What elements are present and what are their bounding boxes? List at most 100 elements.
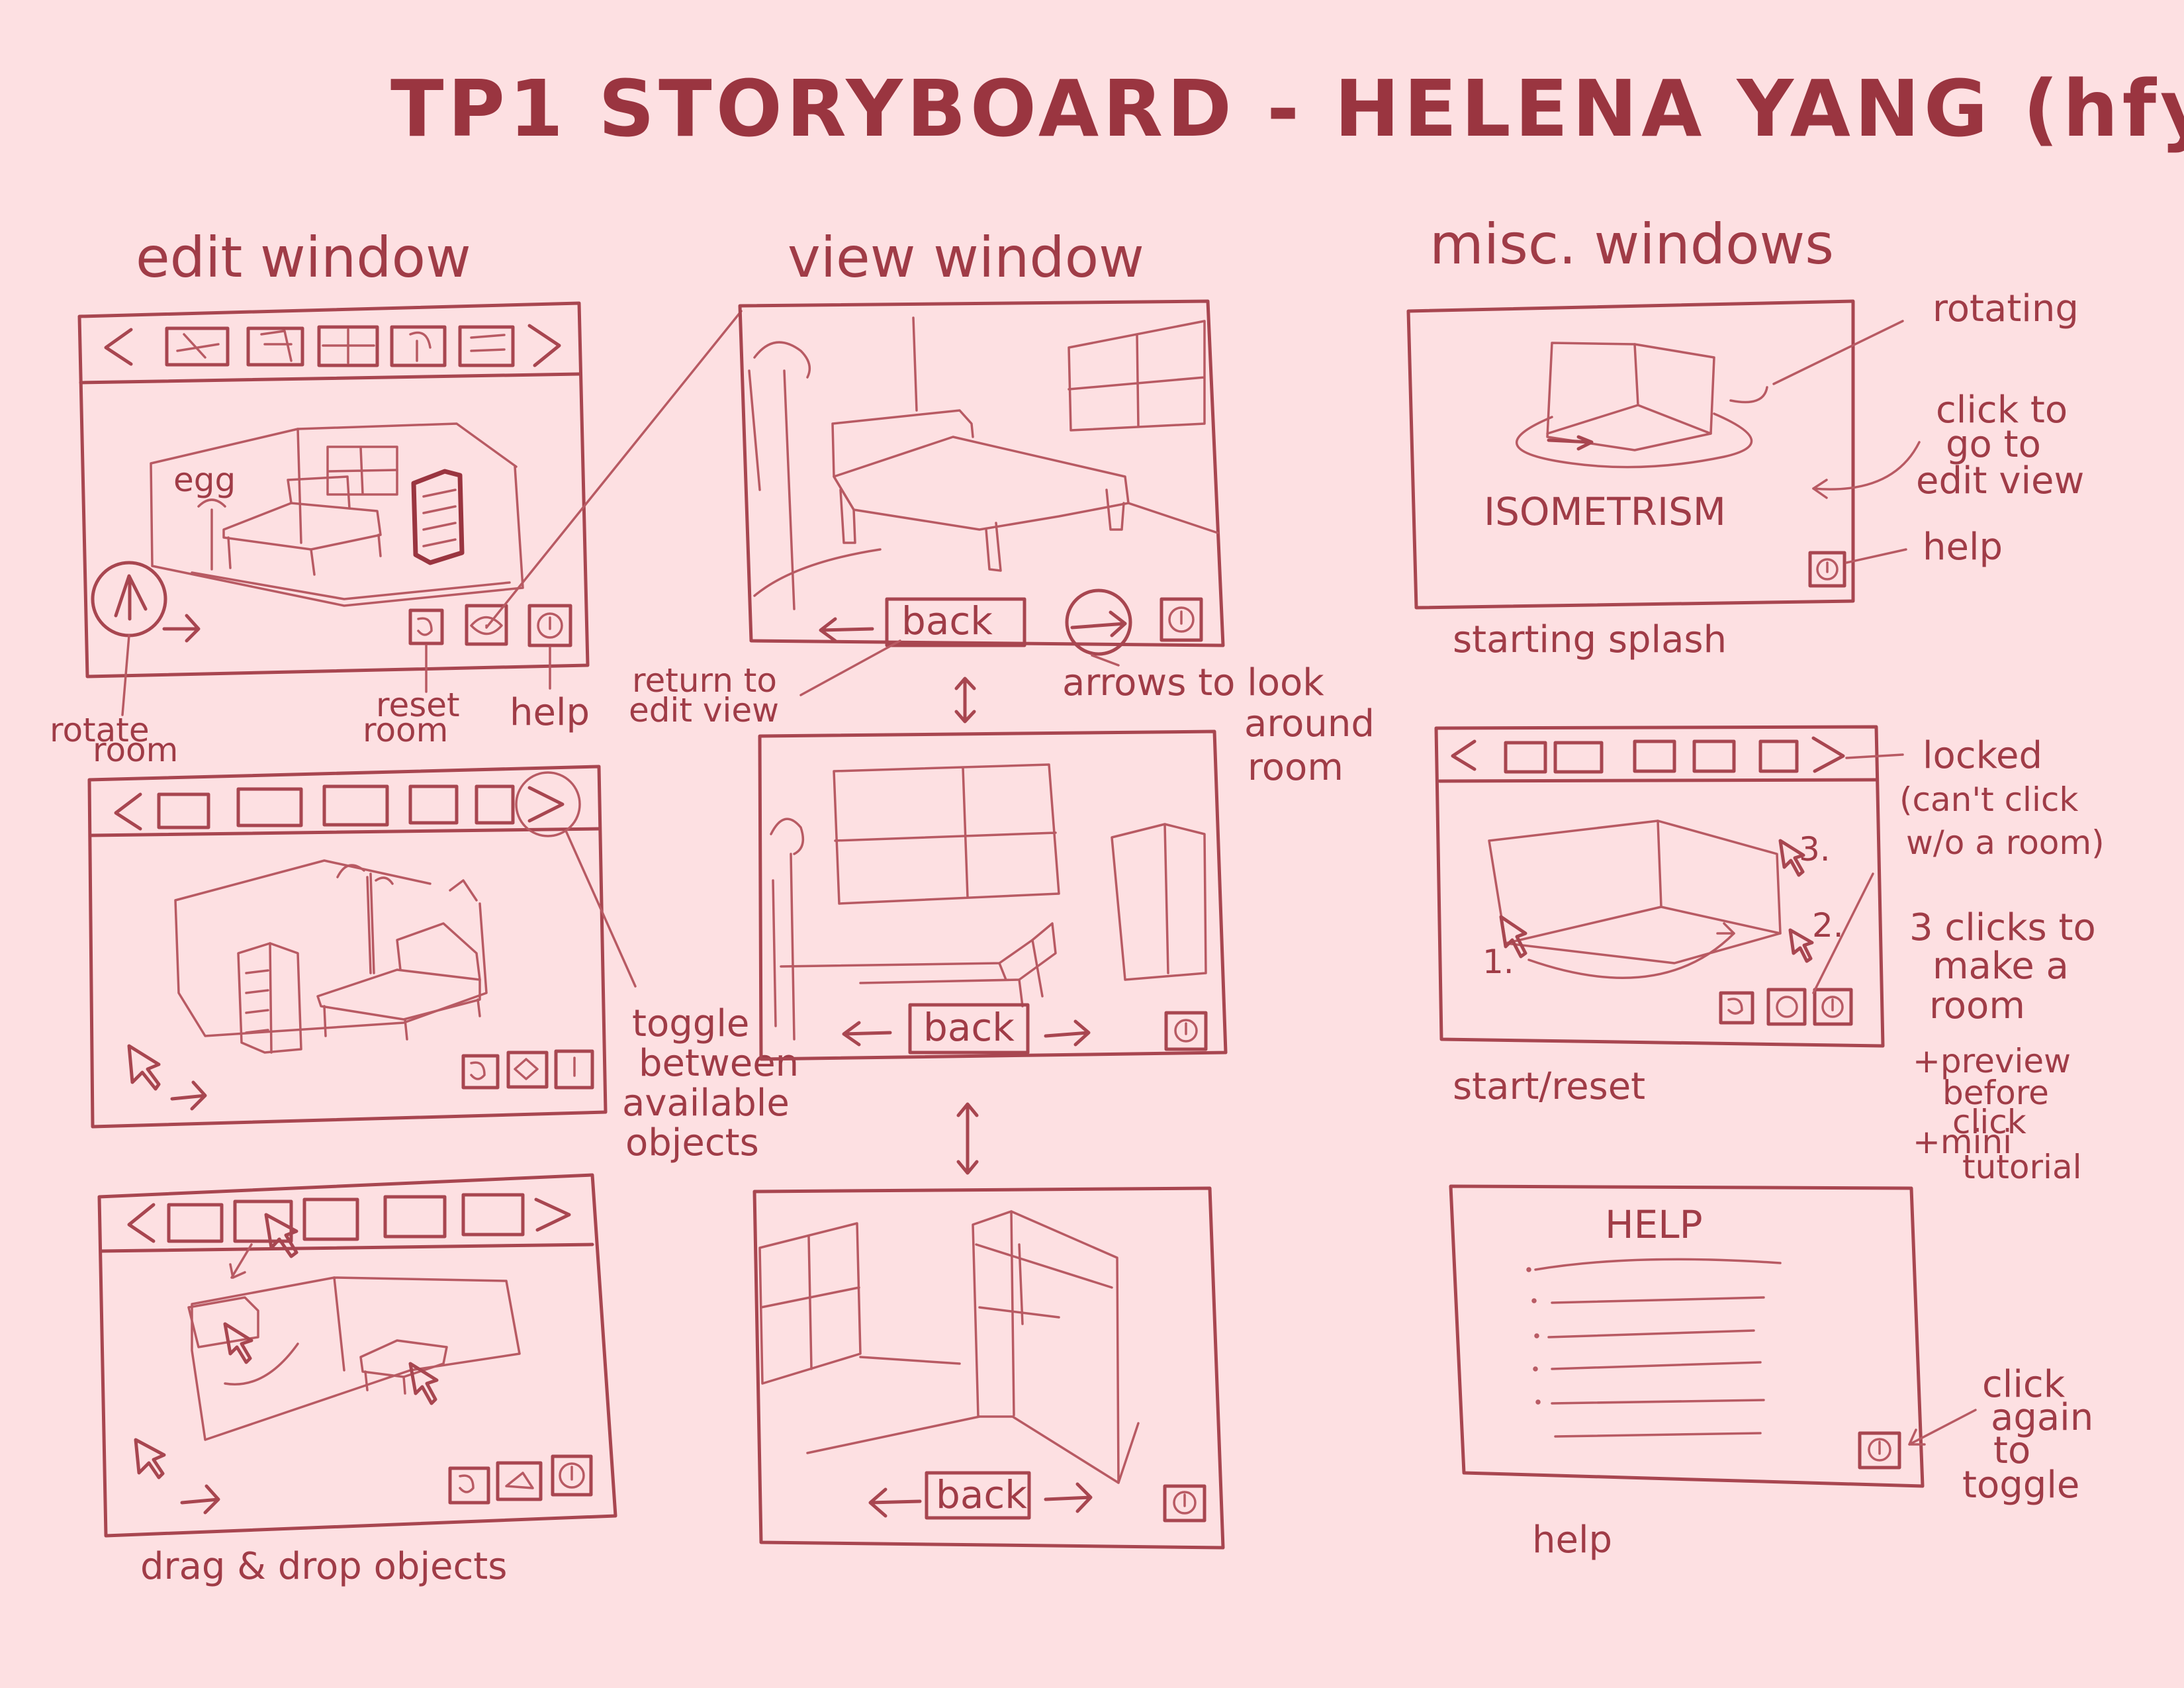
help-button[interactable] [1858, 1431, 1901, 1470]
look-arrow-right-icon[interactable] [1044, 1019, 1091, 1047]
toolbar-arrow-left-icon[interactable] [114, 792, 142, 831]
step-3-label: 3. [1799, 830, 1831, 868]
toolbar-slot-3[interactable] [322, 784, 389, 827]
back-button[interactable]: back [925, 1471, 1031, 1520]
rotate-room-label-1: rotate [50, 711, 150, 749]
start-reset-frame: 1. 3. 2. [1434, 725, 1885, 1048]
rotating-pointer-line [1772, 320, 1904, 385]
toggle-view-button[interactable] [496, 1461, 543, 1501]
toolbar-slot-5[interactable] [461, 1193, 525, 1237]
preview-label-2: before [1942, 1074, 2049, 1112]
help-button[interactable] [551, 1454, 593, 1497]
toolbar-arrow-right-icon[interactable] [527, 324, 561, 367]
toolbar-arrow-left-icon[interactable] [1451, 739, 1477, 771]
look-arrow-right-icon[interactable] [170, 1080, 207, 1111]
furniture-thumb-dresser[interactable] [246, 326, 304, 367]
look-arrow-right-icon[interactable] [1065, 588, 1132, 656]
toggle-view-button[interactable] [1766, 988, 1807, 1026]
drag-cursor-icon [408, 1362, 439, 1405]
click-again-label-1: click [1982, 1363, 2066, 1406]
toolbar-slot-1[interactable] [167, 1203, 224, 1243]
help-button[interactable] [1808, 551, 1846, 588]
click-cursor-icon [1778, 839, 1805, 877]
cursor-pointer-icon [134, 1438, 166, 1479]
arrows-look-label-3: room [1248, 746, 1343, 789]
help-button[interactable] [554, 1049, 594, 1090]
toolbar-arrow-left-icon[interactable] [127, 1203, 156, 1243]
toolbar-arrow-left-icon[interactable] [104, 328, 133, 366]
help-button[interactable] [1813, 988, 1853, 1026]
help-screen-frame: HELP [1449, 1184, 1925, 1488]
back-button[interactable]: back [885, 597, 1026, 647]
toggle-view-button[interactable] [506, 1051, 549, 1089]
view-frame-1: back [738, 299, 1225, 656]
back-button-label: back [901, 598, 993, 643]
toggle-objects-label-3: available [622, 1082, 790, 1125]
start-reset-caption: start/reset [1453, 1065, 1645, 1108]
rotate-indicator-icon [1547, 435, 1594, 451]
splash-logo[interactable]: ISOMETRISM [1484, 489, 1726, 534]
reset-room-button[interactable] [408, 608, 444, 645]
toolbar-slot-3[interactable] [302, 1197, 359, 1241]
rotating-label: rotating [1933, 287, 2079, 330]
toolbar-slot-2[interactable] [233, 1199, 293, 1243]
reset-room-button[interactable] [461, 1054, 500, 1090]
toolbar-slot-1[interactable] [157, 792, 210, 829]
drag-cursor-icon [223, 1322, 253, 1364]
click-cursor-icon [1788, 928, 1814, 963]
furniture-thumb-lamp[interactable] [390, 325, 447, 367]
furniture-thumb-window[interactable] [317, 325, 379, 367]
splash-frame: ISOMETRISM [1406, 299, 1855, 610]
look-arrow-left-icon[interactable] [868, 1487, 922, 1518]
help-button[interactable] [1160, 597, 1203, 642]
toolbar-slot-2[interactable] [236, 787, 303, 827]
locked-slot-3 [1633, 739, 1676, 773]
help-text-line [1534, 1258, 1782, 1271]
look-arrow-right-icon[interactable] [162, 614, 201, 643]
edit-frame-2 [87, 765, 608, 1129]
drag-drop-caption: drag & drop objects [140, 1545, 507, 1588]
help-button[interactable] [1164, 1011, 1208, 1051]
toolbar-slot-4[interactable] [383, 1195, 447, 1239]
furniture-thumb-rug[interactable] [458, 325, 515, 367]
look-arrow-right-icon[interactable] [180, 1484, 220, 1515]
click-again-label-3: to [1993, 1429, 2030, 1472]
arrows-look-label-1: arrows to look [1062, 661, 1324, 704]
click-edit-label-1: click to [1936, 389, 2068, 432]
locked-pointer-line [1845, 753, 1904, 759]
return-edit-label-1: return to [632, 661, 777, 700]
edit-frame-1: egg [77, 301, 590, 679]
heading-edit-window: edit window [136, 225, 471, 290]
click-again-label-4: toggle [1962, 1464, 2079, 1507]
help-button[interactable] [1163, 1484, 1206, 1523]
look-arrow-left-icon[interactable] [842, 1021, 892, 1047]
step-2-label: 2. [1812, 906, 1844, 945]
help-text-line [1551, 1361, 1762, 1370]
rotate-room-icon[interactable] [91, 561, 167, 637]
tutorial-label-2: tutorial [1962, 1148, 2081, 1186]
toolbar-arrow-right-icon[interactable] [534, 1197, 571, 1232]
toolbar-slot-4[interactable] [408, 784, 459, 825]
toggle-objects-label-1: toggle [632, 1002, 749, 1045]
back-button[interactable]: back [908, 1003, 1030, 1055]
reset-room-label-1: reset [376, 686, 460, 724]
toolbar-arrow-right-icon[interactable] [515, 771, 581, 837]
click-edit-label-3: edit view [1916, 459, 2084, 502]
look-arrow-right-icon[interactable] [1044, 1482, 1093, 1513]
tutorial-label-1: +mini [1913, 1123, 2012, 1161]
rotate-room-label-2: room [93, 731, 178, 769]
help-button[interactable] [527, 604, 572, 647]
page-title: TP1 STORYBOARD - HELENA YANG (hfy) [390, 63, 2184, 154]
reset-room-button[interactable] [448, 1466, 490, 1505]
look-arrow-left-icon[interactable] [819, 617, 874, 643]
view-frame-3: back [752, 1186, 1225, 1550]
locked-slot-4 [1692, 739, 1736, 773]
toolbar-slot-5[interactable] [475, 784, 515, 825]
toolbar-arrow-right-icon[interactable] [1811, 736, 1845, 773]
click-cursor-icon [1499, 915, 1527, 959]
reset-room-button[interactable] [1719, 991, 1754, 1025]
help-text-line [1554, 1432, 1762, 1438]
click-again-label-2: again [1991, 1396, 2093, 1439]
furniture-thumb-bed[interactable] [165, 326, 230, 367]
